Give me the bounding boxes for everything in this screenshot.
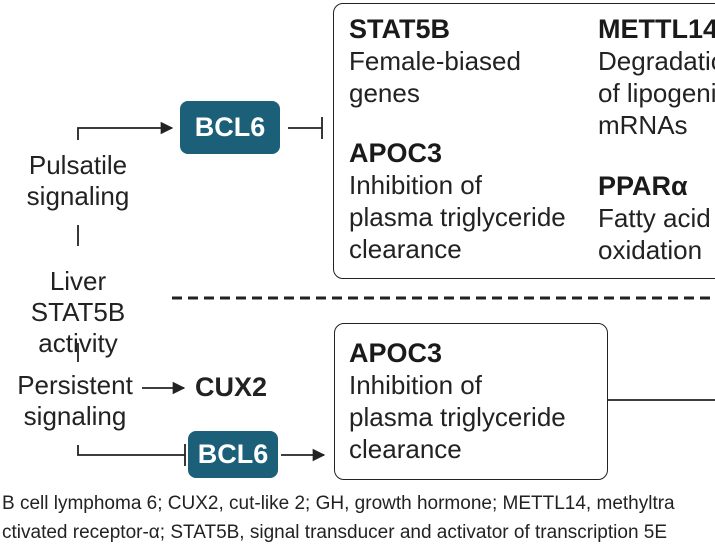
bcl6-node-bottom: BCL6 [188, 431, 278, 478]
label-persistent-signaling: Persistent signaling [17, 370, 133, 431]
footnote-line-1: B cell lymphoma 6; CUX2, cut-like 2; GH,… [2, 493, 675, 514]
entry-apoc3-bottom: APOC3 Inhibition of plasma triglyceride … [349, 338, 566, 464]
label-pulsatile-signaling: Pulsatile signaling [26, 150, 130, 211]
entry-stat5b: STAT5B Female-biased genes [349, 14, 521, 108]
entry-ppar-alpha: PPARα Fatty acid oxidation [598, 171, 711, 265]
entry-mettl14: METTL14 Degradatio of lipogeni mRNAs [598, 14, 715, 140]
top-target-box [333, 3, 715, 279]
bcl6-node-top: BCL6 [180, 101, 280, 154]
label-liver-stat5b-activity: Liver STAT5B activity [30, 266, 126, 358]
inhibit-persistent-bcl6 [77, 445, 185, 456]
arrow-pulsatile-to-bcl6 [77, 121, 174, 140]
label-cux2: CUX2 [195, 372, 268, 402]
bottom-target-box [334, 323, 608, 480]
entry-apoc3-top: APOC3 Inhibition of plasma triglyceride … [349, 138, 566, 264]
footnote-line-2: ctivated receptor-α; STAT5B, signal tran… [2, 522, 668, 543]
